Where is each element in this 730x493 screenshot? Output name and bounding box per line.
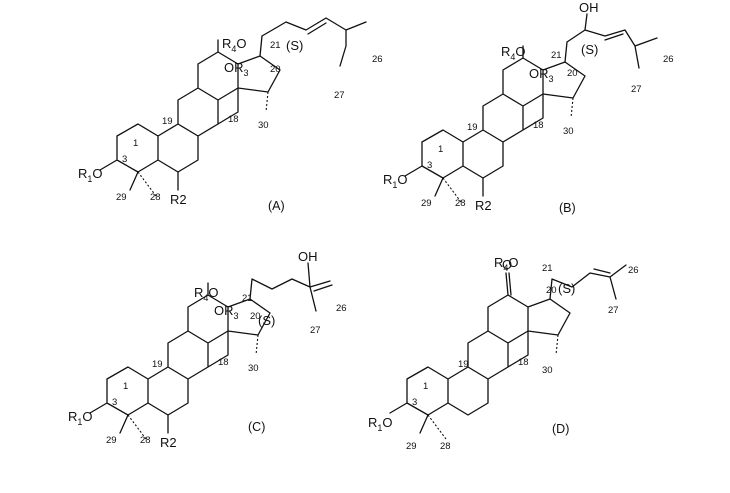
stereo-label: (S)	[581, 42, 598, 57]
or3-text: OR3	[529, 66, 554, 84]
num-3: 3	[122, 154, 127, 165]
oh-text: OH	[298, 249, 318, 264]
num-20: 20	[567, 68, 578, 79]
num-18: 18	[533, 120, 544, 131]
num-3: 3	[427, 160, 432, 171]
r2-text: R2	[160, 435, 177, 450]
ring-d-dbl	[593, 268, 611, 274]
num-29: 29	[421, 198, 432, 209]
ring-a-subst	[99, 17, 367, 191]
r4o-text: R4O	[501, 44, 526, 62]
or3-text: OR3	[214, 303, 239, 321]
structure-label: (A)	[268, 199, 285, 213]
keto-o-text: O	[502, 257, 512, 272]
num-28: 28	[455, 198, 466, 209]
num-21: 21	[270, 40, 281, 51]
r4o-text: R4O	[494, 255, 519, 273]
num-29: 29	[406, 441, 417, 452]
num-27: 27	[631, 84, 642, 95]
num-30: 30	[542, 365, 553, 376]
num-1: 1	[423, 381, 428, 392]
structure-c: R1O R2 OR3 R4O OH (S) 1 3 19 18 30 29 28…	[68, 249, 347, 450]
num-19: 19	[467, 122, 478, 133]
r1o-text: R1O	[68, 409, 93, 427]
stereo-label: (S)	[558, 281, 575, 296]
num-21: 21	[242, 293, 253, 304]
structure-label: (D)	[552, 422, 569, 436]
structure-b: R1O R2 OR3 R4O OH (S) 1 3 19 18 30 29 28…	[383, 0, 674, 215]
num-26: 26	[336, 303, 347, 314]
num-30: 30	[258, 120, 269, 131]
num-30: 30	[248, 363, 259, 374]
ring-b-bonds	[421, 57, 586, 179]
num-21: 21	[551, 50, 562, 61]
structure-label: (B)	[559, 201, 576, 215]
num-18: 18	[518, 357, 529, 368]
or3-text: OR3	[224, 60, 249, 78]
r4o-text: R4O	[194, 285, 219, 303]
num-19: 19	[152, 359, 163, 370]
r2-text: R2	[170, 192, 187, 207]
num-30: 30	[563, 126, 574, 137]
num-29: 29	[116, 192, 127, 203]
stereo-label: (S)	[286, 38, 303, 53]
num-19: 19	[162, 116, 173, 127]
num-3: 3	[112, 397, 117, 408]
num-26: 26	[663, 54, 674, 65]
r2-text: R2	[475, 198, 492, 213]
ring-b-dbl	[604, 33, 624, 41]
num-26: 26	[628, 265, 639, 276]
num-20: 20	[250, 311, 261, 322]
num-20: 20	[546, 285, 557, 296]
num-26: 26	[372, 54, 383, 65]
num-1: 1	[123, 381, 128, 392]
ring-b-hash	[442, 97, 574, 203]
num-27: 27	[310, 325, 321, 336]
r4o-text: R4O	[222, 36, 247, 54]
ring-d-bonds	[406, 294, 571, 416]
num-3: 3	[412, 397, 417, 408]
num-18: 18	[218, 357, 229, 368]
ring-c-subst	[89, 262, 331, 434]
oh-text: OH	[579, 0, 599, 15]
ring-b-subst	[404, 13, 658, 197]
stereo-label: (S)	[258, 313, 275, 328]
num-27: 27	[608, 305, 619, 316]
ring-c-dbl	[313, 284, 333, 292]
num-18: 18	[228, 114, 239, 125]
ring-a-dbl	[307, 22, 327, 35]
ring-a-bonds	[116, 51, 281, 173]
num-20: 20	[270, 64, 281, 75]
num-1: 1	[133, 138, 138, 149]
num-19: 19	[458, 359, 469, 370]
structure-label: (C)	[248, 420, 265, 434]
num-21: 21	[542, 263, 553, 274]
structure-a: R1O R2 OR3 R4O (S) 1 3 19 18 30 29 28 21…	[78, 17, 383, 213]
structure-d: R1O O R4O (S) 1 3 19 18 30 29 28 21 20 2…	[368, 255, 639, 452]
ring-d-hash	[427, 334, 559, 440]
r1o-text: R1O	[78, 166, 103, 184]
ring-d-subst	[389, 264, 627, 434]
num-28: 28	[440, 441, 451, 452]
ring-c-bonds	[106, 294, 271, 416]
num-28: 28	[150, 192, 161, 203]
ring-c-hash	[127, 334, 259, 440]
num-29: 29	[106, 435, 117, 446]
ring-a-hash	[137, 91, 269, 197]
num-27: 27	[334, 90, 345, 101]
num-28: 28	[140, 435, 151, 446]
r1o-text: R1O	[368, 415, 393, 433]
r1o-text: R1O	[383, 172, 408, 190]
num-1: 1	[438, 144, 443, 155]
